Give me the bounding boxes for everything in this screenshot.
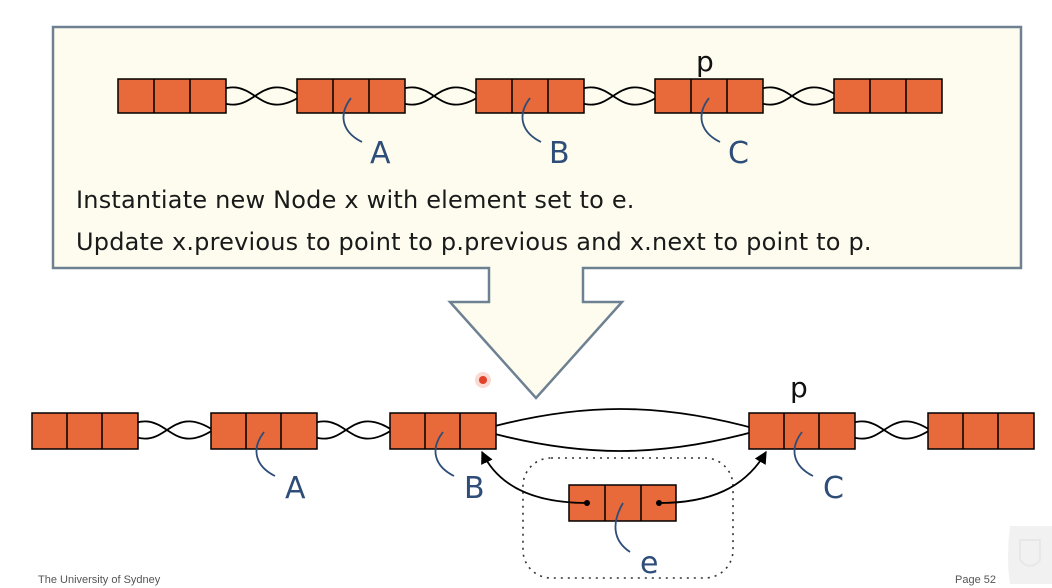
bottom-label-c: C — [823, 471, 844, 506]
bottom-node-1 — [31, 412, 139, 450]
top-label-b: B — [549, 136, 570, 171]
bottom-element-pointers — [255, 431, 814, 553]
bottom-pointer-p: p — [790, 371, 808, 404]
new-node-links — [481, 450, 767, 504]
callout-box — [51, 25, 1023, 400]
footer-page-number: Page 52 — [955, 574, 996, 586]
top-label-a: A — [370, 136, 391, 171]
bottom-node-c — [748, 412, 856, 450]
top-node-1 — [117, 78, 227, 114]
footer-university: The University of Sydney — [38, 574, 161, 586]
bottom-label-b: B — [464, 471, 485, 506]
laser-pointer-dot — [475, 372, 491, 388]
x-previous-arrow — [481, 450, 588, 504]
bottom-node-a — [210, 412, 318, 450]
top-label-c: C — [728, 136, 749, 171]
top-pointer-p: p — [696, 45, 714, 78]
top-linked-list: A B C p — [117, 45, 943, 171]
bottom-node-b — [389, 412, 497, 450]
new-node-dotted-outline — [522, 457, 734, 579]
top-node-b — [475, 78, 585, 114]
top-node-5 — [833, 78, 943, 114]
top-element-pointers — [342, 97, 721, 143]
instruction-line-1: Instantiate new Node x with element set … — [76, 186, 635, 214]
top-node-a — [296, 78, 406, 114]
instruction-line-2: Update x.previous to point to p.previous… — [76, 228, 872, 256]
x-next-arrow — [658, 450, 767, 504]
bottom-node-5 — [927, 412, 1035, 450]
bottom-label-e: e — [640, 546, 658, 581]
university-crest-logo — [1008, 526, 1052, 584]
bottom-label-a: A — [285, 471, 306, 506]
bottom-linked-list: A B C e p — [31, 371, 1035, 581]
top-node-c — [654, 78, 764, 114]
